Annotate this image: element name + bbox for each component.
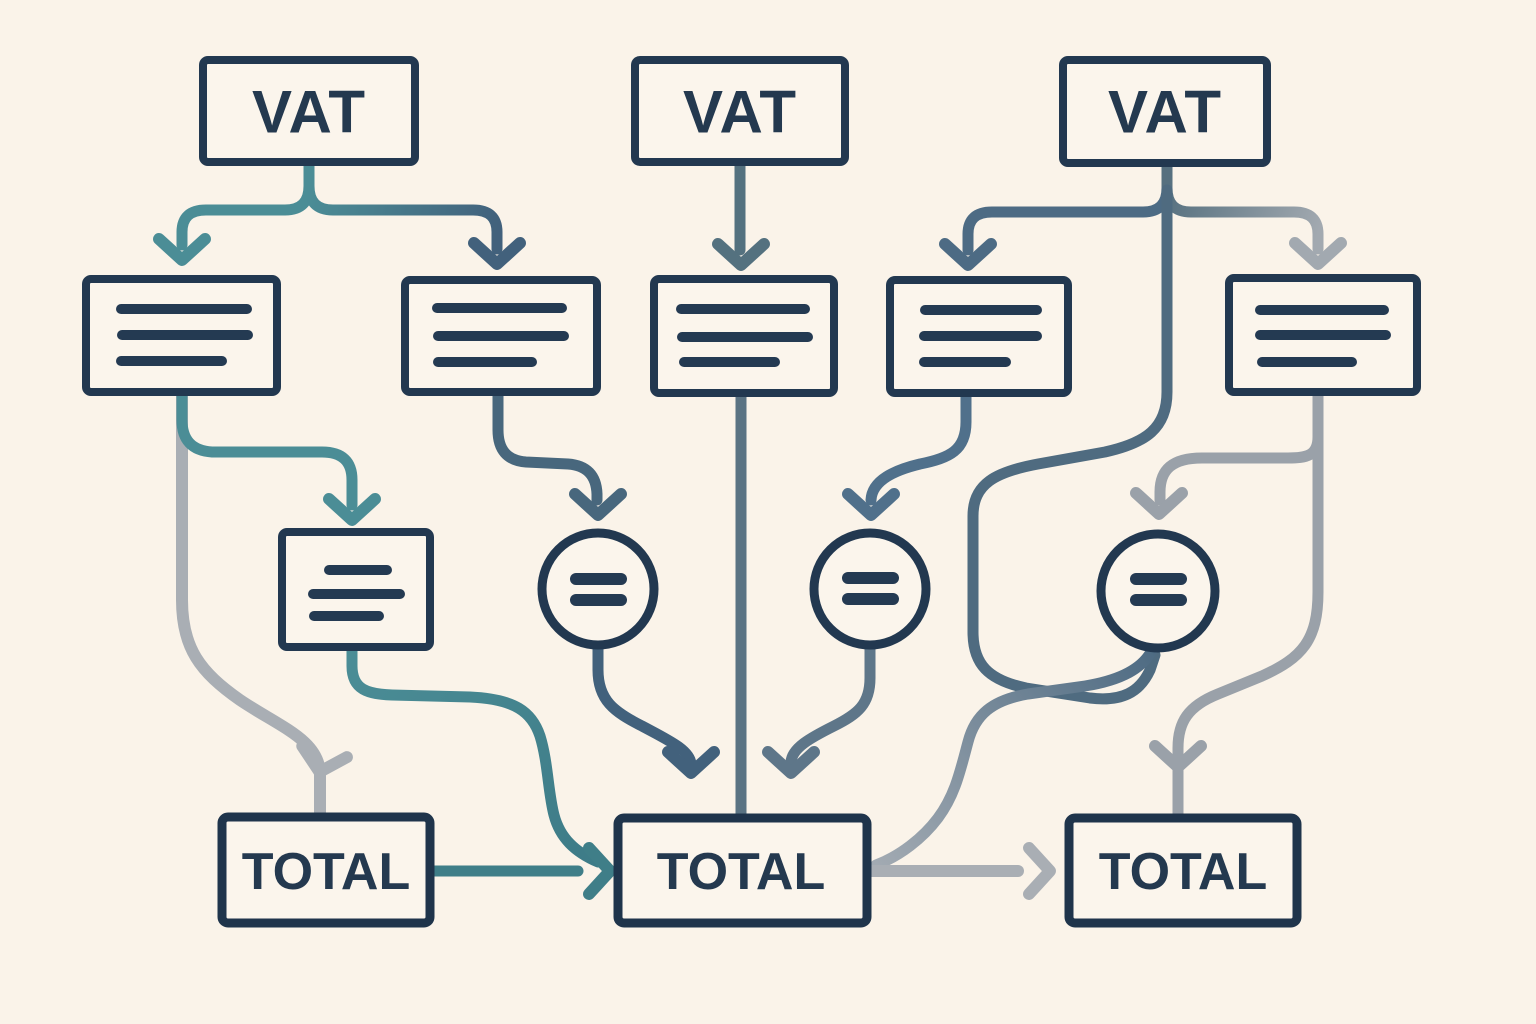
vat-box-3: VAT bbox=[1059, 56, 1271, 167]
vat-box-2-label: VAT bbox=[683, 79, 797, 146]
detail-box-4 bbox=[886, 276, 1072, 397]
detail-box-6-small bbox=[278, 528, 434, 651]
arrowhead-detail1-detail6 bbox=[323, 493, 381, 526]
arrowhead-detail1-total1 bbox=[296, 740, 353, 778]
connector-equals1-total2 bbox=[592, 638, 697, 770]
total-box-2-label: TOTAL bbox=[657, 843, 826, 901]
connector-layer bbox=[176, 156, 1324, 877]
total-box-3-frame bbox=[1064, 813, 1302, 928]
text-lines-icon bbox=[1255, 305, 1391, 367]
detail-box-5 bbox=[1225, 274, 1421, 396]
total-box-3: TOTAL bbox=[1064, 813, 1302, 928]
total-box-2-frame bbox=[613, 813, 872, 928]
arrowhead-vat2-detail3 bbox=[712, 238, 770, 271]
arrowhead-vat1-detail1 bbox=[153, 233, 211, 266]
arrowhead-equals2-total2 bbox=[762, 746, 820, 779]
vat-box-2: VAT bbox=[631, 56, 849, 166]
equals-circle-2-frame bbox=[809, 528, 931, 650]
arrowhead-equals1-total2 bbox=[662, 746, 720, 779]
equals-icon bbox=[570, 573, 627, 606]
connector-detail5-total3 bbox=[1172, 431, 1324, 823]
equals-circle-2 bbox=[809, 528, 931, 650]
equals-icon bbox=[1130, 573, 1187, 606]
arrowhead-vat1-detail2 bbox=[468, 237, 526, 270]
arrowhead-vat3-detail4 bbox=[939, 238, 997, 271]
detail-box-2 bbox=[401, 276, 601, 396]
arrowhead-detail5-equals3 bbox=[1130, 487, 1188, 520]
total-box-1-frame bbox=[217, 812, 435, 928]
arrowhead-layer bbox=[153, 233, 1347, 900]
equals-circle-3-frame bbox=[1096, 529, 1220, 653]
equals-icon bbox=[842, 572, 899, 605]
arrowhead-detail5-total3 bbox=[1149, 740, 1207, 773]
connector-detail2-equals1 bbox=[492, 386, 603, 506]
vat-box-1-frame bbox=[199, 56, 419, 166]
equals-circle-1-frame bbox=[537, 528, 659, 650]
connector-vat3-equals3 bbox=[967, 184, 1173, 705]
vat-box-3-frame bbox=[1059, 56, 1271, 167]
text-lines-icon bbox=[432, 303, 569, 367]
equals-circle-1 bbox=[537, 528, 659, 650]
arrowhead-detail4-equals2 bbox=[842, 488, 900, 521]
detail-box-3 bbox=[650, 275, 838, 397]
text-lines-icon bbox=[676, 304, 813, 367]
text-lines-icon bbox=[116, 304, 253, 366]
connector-equals2-total2 bbox=[785, 639, 876, 768]
text-lines-icon bbox=[308, 565, 405, 621]
connector-detail4-equals2 bbox=[865, 387, 972, 506]
connector-detail1-detail6 bbox=[176, 386, 358, 511]
connector-equals3-total2 bbox=[870, 644, 1158, 871]
vat-box-2-frame bbox=[631, 56, 849, 166]
total-box-3-label: TOTAL bbox=[1099, 843, 1268, 901]
vat-box-1-label: VAT bbox=[252, 79, 366, 146]
arrowhead-vat3-detail5 bbox=[1289, 237, 1347, 270]
vat-box-3-label: VAT bbox=[1108, 79, 1222, 146]
detail-box-1 bbox=[82, 275, 281, 396]
equals-circle-3 bbox=[1096, 529, 1220, 653]
total-box-1: TOTAL bbox=[217, 812, 435, 928]
connector-detail6-total2 bbox=[346, 641, 604, 868]
arrowhead-detail2-equals1 bbox=[569, 488, 627, 521]
total-box-1-label: TOTAL bbox=[242, 843, 411, 901]
vat-box-1: VAT bbox=[199, 56, 419, 166]
arrowhead-total1-total2 bbox=[583, 842, 616, 900]
total-box-2: TOTAL bbox=[613, 813, 872, 928]
arrowhead-total2-total3 bbox=[1023, 842, 1056, 900]
text-lines-icon bbox=[919, 305, 1042, 367]
connector-vat1-detail2 bbox=[303, 156, 503, 255]
